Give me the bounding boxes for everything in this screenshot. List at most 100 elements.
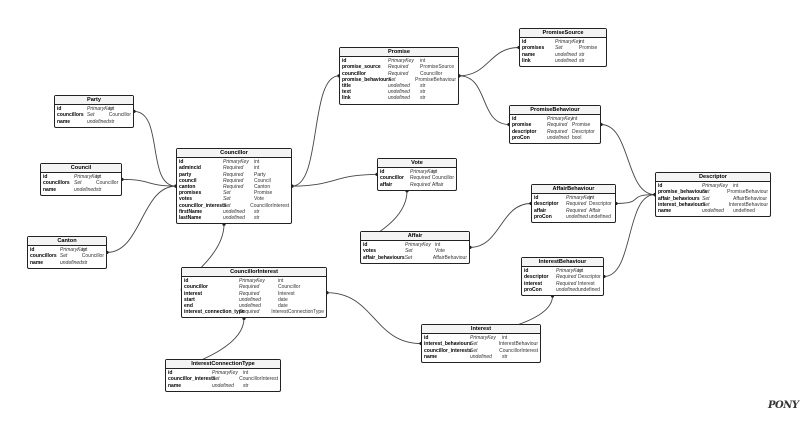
relation-promise-promisesource <box>458 47 520 77</box>
attribute-type: Councillor <box>81 253 104 260</box>
attribute-name: party <box>179 171 192 178</box>
attribute-kind: PrimaryKey <box>556 268 582 275</box>
attribute-name: interest_behaviours <box>658 201 706 208</box>
attribute-name: lastName <box>179 215 202 222</box>
attribute-type: int <box>578 268 584 275</box>
attribute-name: descriptor <box>512 128 537 135</box>
attribute-type: int <box>278 278 284 285</box>
attribute-kind: Set <box>388 76 396 83</box>
pony-logo: PONY <box>768 400 799 411</box>
attribute-type: Vote <box>435 248 446 255</box>
attribute-type: CouncillorInterest <box>499 347 538 354</box>
attribute-kind: undefined <box>223 215 245 222</box>
attribute-kind: PrimaryKey <box>87 106 113 113</box>
attribute-name: id <box>57 106 62 113</box>
attribute-type: Affair <box>589 207 601 214</box>
entity-title: Vote <box>378 159 456 169</box>
attribute-kind: Required <box>223 165 244 172</box>
attribute-name: councillors <box>57 112 84 119</box>
attribute-kind: undefined <box>470 353 492 360</box>
attribute-name: interest <box>184 290 203 297</box>
attribute-kind: Set <box>404 254 413 261</box>
entity-title: Council <box>41 164 121 174</box>
relation-councillor-vote <box>291 173 378 187</box>
attribute-kind: Required <box>223 184 244 191</box>
attribute-kind: PrimaryKey <box>60 247 86 254</box>
attribute-name: councillor_interests <box>179 202 227 209</box>
attribute-type: PromiseBehaviour <box>727 189 768 196</box>
attribute-kind: Required <box>547 128 568 135</box>
attribute-name: id <box>658 183 663 190</box>
attribute-kind: Set <box>702 201 710 208</box>
attribute-type: InterestBehaviour <box>728 201 768 208</box>
attribute-kind: Set <box>86 112 95 119</box>
attribute-kind: Required <box>410 181 431 188</box>
attribute-kind: undefined <box>702 208 724 215</box>
attribute-type: int <box>435 242 441 249</box>
attribute-name: id <box>342 58 347 65</box>
attribute-type: Council <box>254 177 271 184</box>
attribute-kind: Required <box>239 284 260 291</box>
attribute-kind: Required <box>223 171 244 178</box>
relation-councillorinterest-interest <box>326 292 422 344</box>
attribute-type: CouncillorInterest <box>239 376 278 383</box>
attribute-name: id <box>43 174 48 181</box>
attribute-type: str <box>502 353 508 360</box>
attribute-name: name <box>522 51 536 58</box>
attribute-kind: PrimaryKey <box>547 116 573 123</box>
entity-title: PromiseSource <box>520 29 606 39</box>
attribute-type: str <box>579 57 585 64</box>
attribute-kind: Required <box>409 175 431 182</box>
attribute-type: int <box>733 183 739 190</box>
attribute-name: interest <box>524 280 543 287</box>
entity-title: AffairBehaviour <box>532 185 615 195</box>
attribute-name: councillor_interests <box>424 347 472 354</box>
attribute-kind: undefined <box>60 259 82 266</box>
attribute-kind: PrimaryKey <box>410 169 436 176</box>
attribute-kind: undefined <box>87 118 109 125</box>
relation-affair-affairbehaviour <box>469 203 532 248</box>
attribute-kind: undefined <box>212 382 234 389</box>
attribute-kind: Set <box>702 195 710 202</box>
attribute-name: proCon <box>512 134 530 141</box>
attribute-name: council <box>179 177 197 184</box>
attribute-name: start <box>184 296 195 303</box>
entity-title: Canton <box>28 237 106 247</box>
